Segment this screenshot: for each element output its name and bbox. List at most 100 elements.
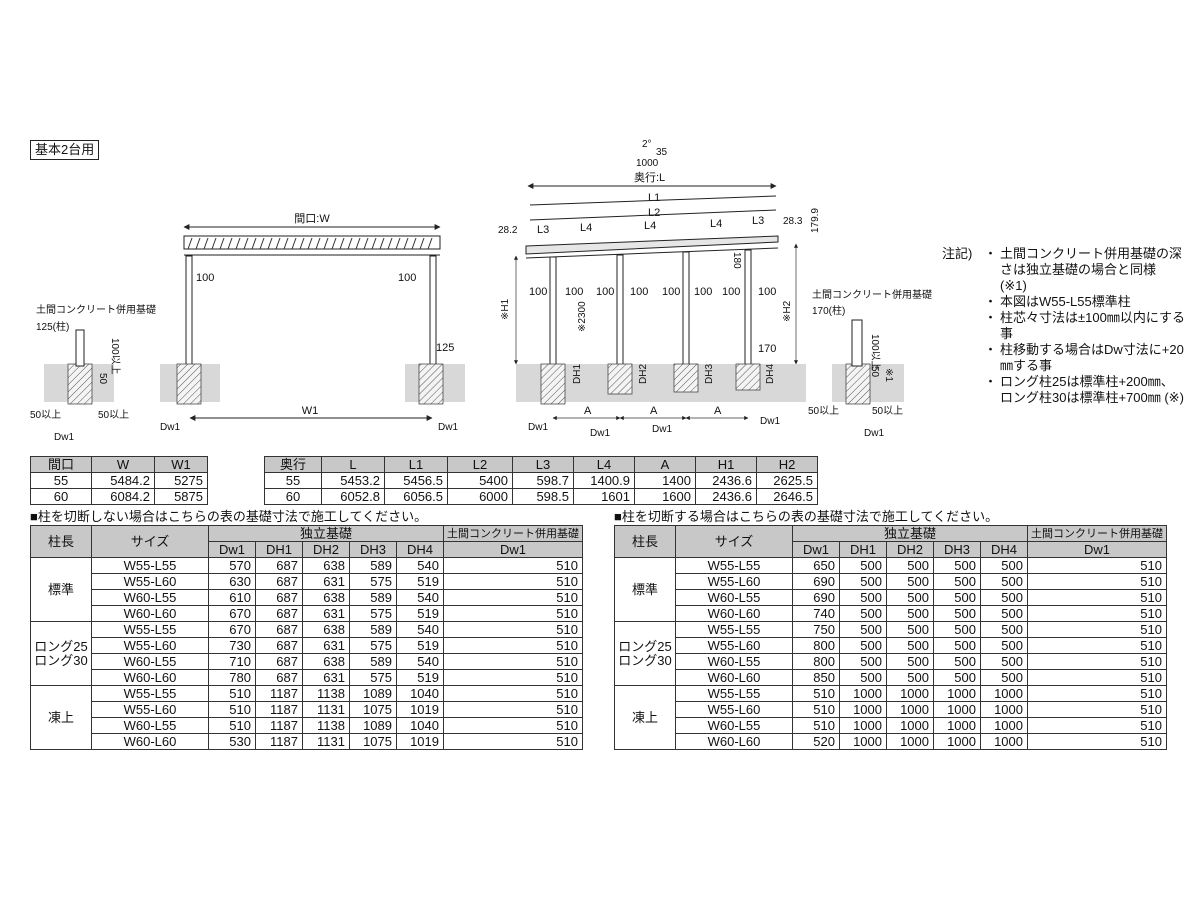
side-slope-base: 1000 (636, 158, 659, 169)
table-cell: 589 (349, 621, 397, 638)
front-post-offset-right: 100 (398, 272, 416, 284)
table-cell: 687 (255, 637, 303, 654)
cell: 60 (264, 488, 322, 505)
cut-caption: ■柱を切断する場合はこちらの表の基礎寸法で施工してください。 (614, 509, 999, 524)
carport-drawing: 間口:W 100 100 125 W1 Dw1 Dw1 土間コンクリート併用基礎… (30, 139, 932, 443)
table-cell: 670 (208, 621, 256, 638)
depth-header: L4 (573, 456, 635, 473)
right-detail-below-left: 50以上 (808, 405, 839, 417)
table-cell: 575 (349, 605, 397, 622)
table-cell: 510 (208, 685, 256, 702)
table-cell: 1187 (255, 701, 303, 718)
table-cell: 500 (980, 653, 1028, 670)
table-cell: 687 (255, 573, 303, 590)
table-cell: 1000 (886, 717, 934, 734)
table-cell: 500 (886, 669, 934, 686)
table-cell: W60-L60 (91, 605, 209, 622)
group-name: ロング30 (618, 652, 672, 668)
table-cell: 690 (792, 589, 840, 606)
depth-header: L3 (512, 456, 574, 473)
right-detail-dw: Dw1 (864, 428, 884, 439)
table-cell: 780 (208, 669, 256, 686)
table-cell: 730 (208, 637, 256, 654)
table-cell: 570 (208, 557, 256, 574)
table-cell: 500 (980, 669, 1028, 686)
table-cell: 1000 (980, 685, 1028, 702)
cell: 1400.9 (573, 472, 635, 489)
table-cell: 500 (886, 653, 934, 670)
table-cell: W55-L55 (675, 557, 793, 574)
table-cell: 510 (1027, 557, 1167, 574)
table-cell: 1075 (349, 701, 397, 718)
side-offset-5: 100 (662, 286, 680, 298)
left-detail-post: 125(柱) (36, 320, 69, 333)
table-cell: 1075 (349, 733, 397, 750)
table-cell: 500 (839, 669, 887, 686)
left-slab-detail: 土間コンクリート併用基礎 125(柱) 100以上 50 50以上 50以上 D… (30, 303, 156, 443)
table-cell: 500 (886, 637, 934, 654)
table-cell: 1000 (933, 701, 981, 718)
table-cell: 687 (255, 589, 303, 606)
table-cell: 589 (349, 653, 397, 670)
table-cell: 500 (980, 637, 1028, 654)
table-cell: 510 (443, 733, 583, 750)
right-detail-post: 170(柱) (812, 304, 845, 317)
side-offset-8: 100 (758, 286, 776, 298)
table-cell: W55-L60 (91, 573, 209, 590)
side-l2-label: L2 (648, 207, 660, 219)
table-cell: 凍上 (614, 685, 676, 750)
table-cell: 500 (839, 653, 887, 670)
table-cell: 510 (443, 557, 583, 574)
table-cell: 標準 (614, 557, 676, 622)
side-offset-1: 100 (529, 286, 547, 298)
depth-header: A (634, 456, 696, 473)
group-name: 標準 (631, 581, 658, 597)
table-cell: W55-L55 (675, 685, 793, 702)
table-cell: 631 (302, 573, 350, 590)
nocut-caption: ■柱を切断しない場合はこちらの表の基礎寸法で施工してください。 (30, 509, 428, 524)
table-cell: 1040 (396, 685, 444, 702)
table-cell: 1000 (980, 733, 1028, 750)
table-cell: 510 (1027, 589, 1167, 606)
table-cell: 500 (839, 637, 887, 654)
table-header-cell: DH4 (980, 541, 1028, 558)
table-cell: 1131 (302, 733, 350, 750)
side-offset-2: 100 (565, 286, 583, 298)
side-a-2: A (650, 405, 658, 417)
table-cell: W55-L55 (91, 685, 209, 702)
table-cell: W60-L60 (675, 669, 793, 686)
table-cell: 500 (886, 621, 934, 638)
table-cell: 500 (980, 589, 1028, 606)
side-elevation: 2° 35 1000 奥行:L L1 L2 28.2 28.3 179.9 L3… (498, 139, 821, 439)
table-cell: 510 (443, 589, 583, 606)
front-dw-right: Dw1 (438, 422, 458, 433)
side-height-179: 179.9 (810, 208, 821, 233)
table-header-cell: DH4 (396, 541, 444, 558)
note-item: ロング柱25は標準柱+200㎜、ロング柱30は標準柱+700㎜ (※) (984, 374, 1186, 406)
note-item: 本図はW55-L55標準柱 (984, 294, 1186, 310)
table-header-cell: DH2 (302, 541, 350, 558)
cell: 598.7 (512, 472, 574, 489)
side-dh2: DH2 (638, 364, 649, 384)
group-name: 凍上 (47, 709, 74, 725)
depth-header: 奥行 (264, 456, 322, 473)
table-cell: 630 (208, 573, 256, 590)
side-dim-170: 170 (758, 343, 776, 355)
cell: 6084.2 (91, 488, 155, 505)
table-cell: 575 (349, 573, 397, 590)
side-dw-4: Dw1 (760, 416, 780, 427)
table-cell: 1187 (255, 717, 303, 734)
table-cell: 610 (208, 589, 256, 606)
table-header-cell: Dw1 (792, 541, 840, 558)
cell: 55 (30, 472, 92, 489)
cell: 5456.5 (384, 472, 448, 489)
table-cell: 1000 (886, 685, 934, 702)
